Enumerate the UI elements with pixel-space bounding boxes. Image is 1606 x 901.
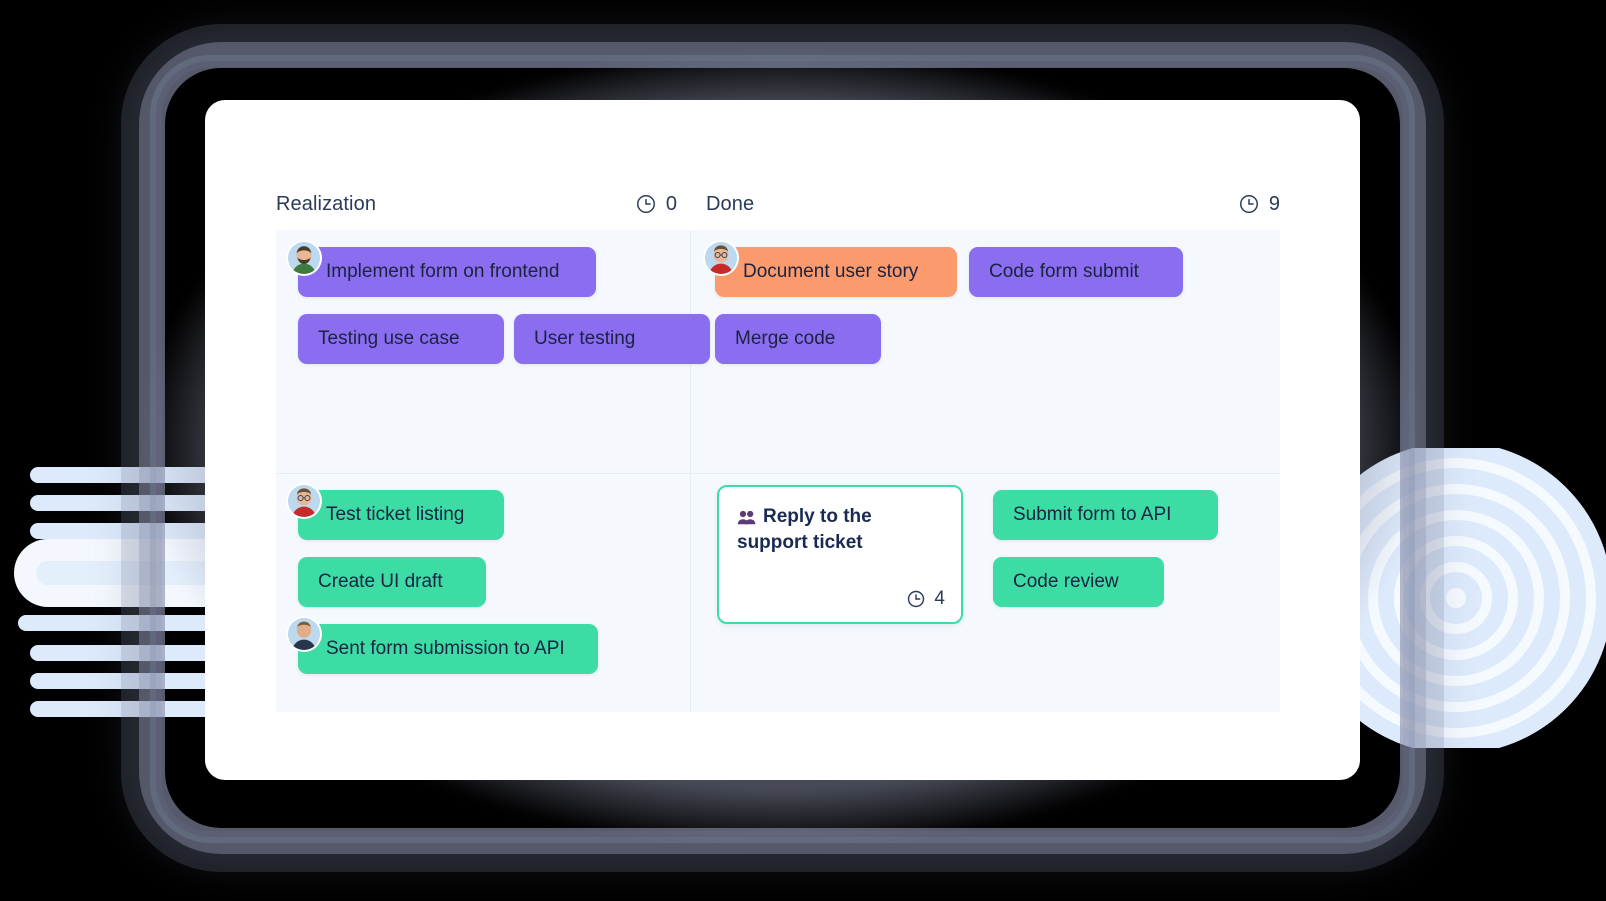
card-label: Code form submit: [989, 261, 1139, 282]
card-implement-form-on-frontend[interactable]: Implement form on frontend: [298, 247, 596, 297]
swimlane-done-top: Document user story Code form submit Mer…: [691, 230, 1280, 473]
column-title-realization: Realization: [276, 192, 377, 215]
card-label: Create UI draft: [318, 571, 443, 592]
column-count-realization: 0: [665, 192, 677, 215]
people-icon: [737, 508, 756, 531]
app-window: Realization 0 Done: [205, 100, 1360, 780]
card-label: User testing: [534, 328, 636, 349]
card-testing-use-case[interactable]: Testing use case: [298, 314, 504, 364]
clock-icon: [1238, 193, 1260, 215]
swimlane-realization-bottom: Test ticket listing Create UI draft Sent…: [276, 474, 690, 712]
card-label: Test ticket listing: [326, 504, 465, 525]
avatar-glasses-red: [288, 485, 320, 517]
card-merge-code[interactable]: Merge code: [715, 314, 881, 364]
card-label: Sent form submission to API: [326, 638, 565, 659]
card-label: Implement form on frontend: [326, 261, 560, 282]
board-column-headers: Realization 0 Done: [276, 188, 1280, 230]
highlighted-card-count: 4: [934, 588, 945, 609]
column-meta-done: 9: [1238, 193, 1280, 216]
clock-icon: [635, 193, 657, 215]
highlighted-card-footer: 4: [906, 588, 945, 610]
avatar-navy-shirt: [288, 618, 320, 650]
avatar-bearded-green: [288, 242, 320, 274]
card-user-testing[interactable]: User testing: [514, 314, 710, 364]
card-reply-to-the-support-ticket[interactable]: Reply to the support ticket 4: [717, 485, 963, 624]
card-label: Testing use case: [318, 328, 460, 349]
card-label: Merge code: [735, 328, 836, 349]
column-meta-realization: 0: [635, 193, 677, 216]
card-label: Submit form to API: [1013, 504, 1172, 525]
card-label: Document user story: [743, 261, 919, 282]
card-test-ticket-listing[interactable]: Test ticket listing: [298, 490, 504, 540]
card-submit-form-to-api[interactable]: Submit form to API: [993, 490, 1218, 540]
kanban-board: Implement form on frontend Testing use c…: [276, 230, 1280, 712]
swimlane-done-bottom: Reply to the support ticket 4 Submit: [691, 474, 1280, 712]
column-header-realization: Realization 0: [276, 188, 677, 220]
column-count-done: 9: [1268, 192, 1280, 215]
column-title-done: Done: [706, 192, 755, 215]
card-label: Code review: [1013, 571, 1119, 592]
card-code-review[interactable]: Code review: [993, 557, 1164, 607]
card-document-user-story[interactable]: Document user story: [715, 247, 957, 297]
clock-icon: [906, 589, 926, 609]
highlighted-card-title: Reply to the support ticket: [737, 506, 872, 554]
card-create-ui-draft[interactable]: Create UI draft: [298, 557, 486, 607]
swimlane-realization-top: Implement form on frontend Testing use c…: [276, 230, 710, 473]
card-sent-form-submission-to-api[interactable]: Sent form submission to API: [298, 624, 598, 674]
row-divider: [276, 473, 1280, 474]
card-code-form-submit[interactable]: Code form submit: [969, 247, 1183, 297]
highlighted-card-title-row: Reply to the support ticket: [737, 505, 943, 554]
avatar-glasses-red: [705, 242, 737, 274]
column-divider: [690, 230, 691, 712]
column-header-done: Done 9: [706, 188, 1280, 220]
